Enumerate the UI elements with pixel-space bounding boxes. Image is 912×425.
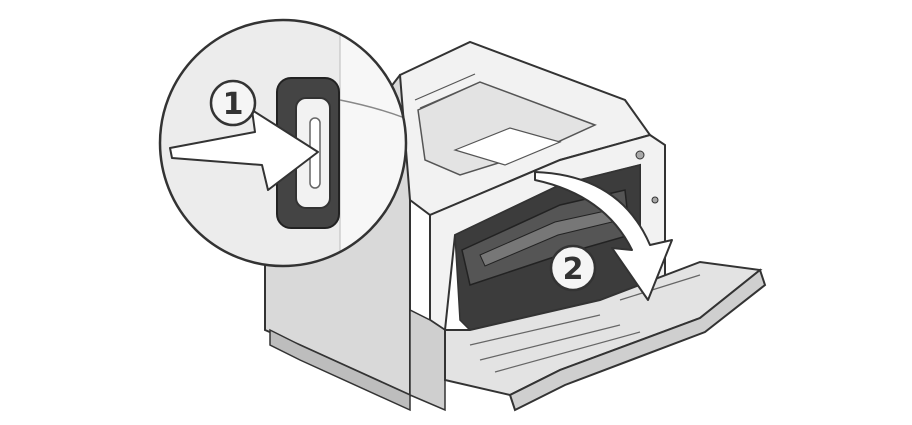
paper-tray-side — [269, 328, 411, 412]
step-2-number: 2 — [563, 252, 584, 287]
frame-screw-mid — [651, 196, 659, 204]
door-paper-guides — [469, 274, 701, 373]
front-door-outer-edge — [508, 268, 767, 412]
printer-base-front — [409, 308, 446, 412]
front-door-open — [444, 260, 767, 412]
step-1-badge — [209, 79, 257, 127]
callout-border — [158, 18, 408, 268]
rear-vents — [414, 73, 481, 109]
push-arrow-icon — [169, 109, 319, 191]
frame-screw-top — [635, 150, 645, 160]
step-2-badge — [549, 244, 597, 292]
step-1-number: 1 — [223, 87, 244, 122]
step-2-group: 2 — [534, 171, 673, 301]
output-tray-flap — [453, 127, 562, 166]
door-open-arrow-icon — [534, 171, 673, 301]
